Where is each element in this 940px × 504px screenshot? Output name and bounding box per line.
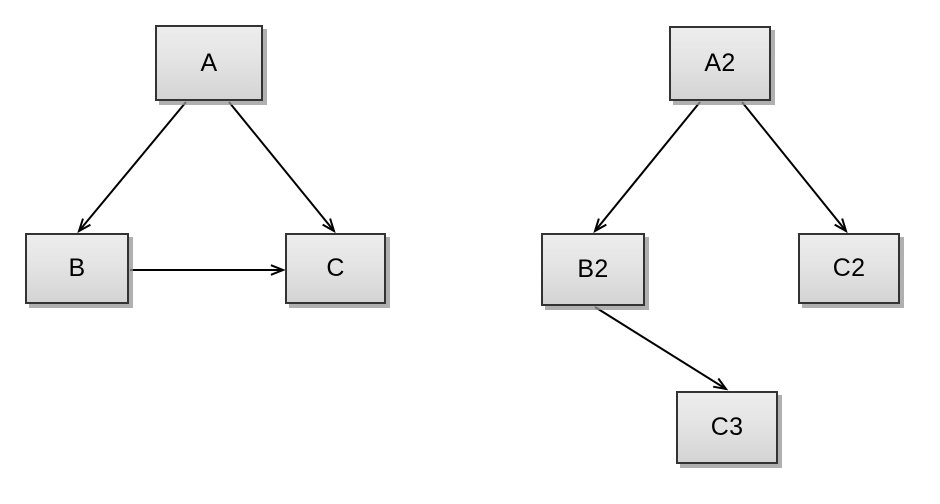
arrowhead-icon — [77, 218, 91, 234]
node-b-label: B — [68, 254, 86, 282]
node-c3[interactable]: C3 — [676, 391, 778, 464]
edge-a2-b2 — [593, 101, 701, 234]
node-c2[interactable]: C2 — [798, 233, 900, 304]
node-a2[interactable]: A2 — [669, 26, 771, 101]
edge-b2-c3 — [594, 306, 729, 391]
node-c[interactable]: C — [285, 233, 386, 304]
edge-a2-c2 — [741, 101, 848, 234]
node-a2-label: A2 — [704, 49, 736, 77]
arrowhead-icon — [834, 218, 848, 234]
node-a[interactable]: A — [155, 25, 263, 101]
node-c-label: C — [326, 254, 345, 282]
edge-a-b — [77, 101, 187, 234]
node-b2[interactable]: B2 — [541, 233, 645, 306]
arrowhead-icon — [322, 218, 336, 234]
edge-a-c — [228, 101, 336, 234]
arrowhead-icon — [270, 264, 286, 276]
node-b2-label: B2 — [577, 255, 609, 283]
node-c2-label: C2 — [832, 254, 866, 282]
node-c3-label: C3 — [710, 413, 744, 441]
arrowhead-icon — [713, 377, 729, 391]
edge-b-c — [130, 264, 286, 276]
arrowhead-icon — [593, 218, 607, 234]
node-a-label: A — [200, 48, 218, 77]
node-b[interactable]: B — [25, 233, 129, 304]
